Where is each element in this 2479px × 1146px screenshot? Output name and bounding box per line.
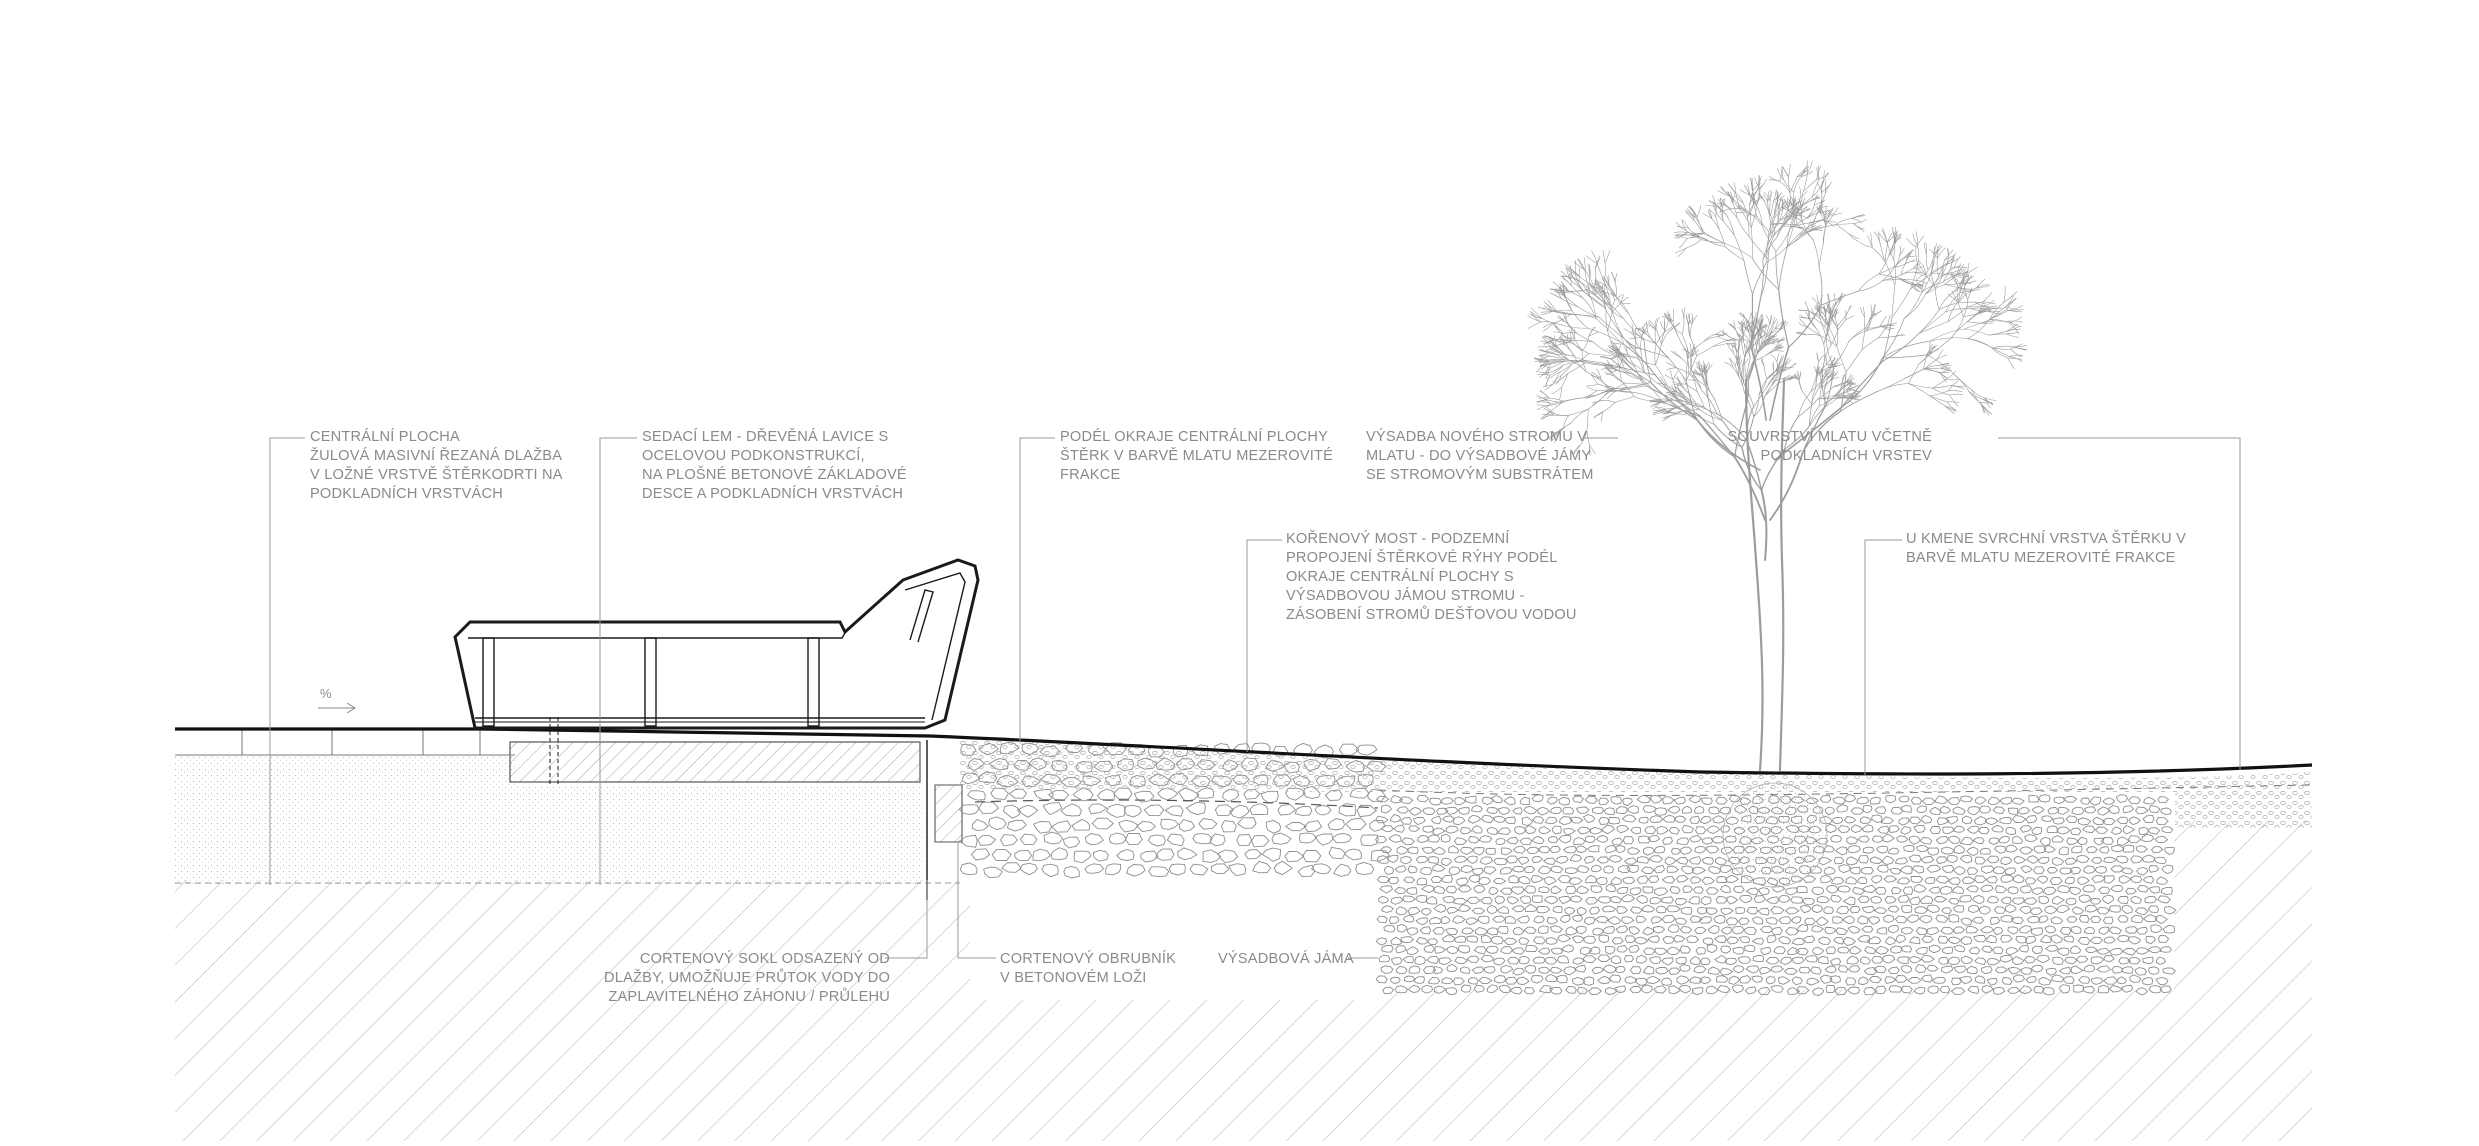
bench-subbase	[515, 785, 925, 885]
root-bridge-boundary	[974, 799, 1379, 809]
planting-pit-rocks	[1375, 794, 2177, 997]
root-ball	[1722, 782, 1828, 888]
corten-curb-block	[934, 784, 963, 843]
slope-label: %	[320, 686, 332, 701]
bench	[453, 558, 980, 785]
ground-line	[175, 727, 2313, 776]
leader-lines	[269, 437, 2241, 959]
paving-subbase	[175, 755, 515, 885]
annotation-planting-pit: VÝSADBOVÁ JÁMA	[1218, 951, 1354, 967]
tree-drawing	[1527, 160, 2028, 772]
subsoil-hatch	[175, 820, 2312, 1141]
mlat-layer	[960, 740, 2312, 828]
paving-joints	[175, 730, 515, 756]
foundation-slab	[509, 741, 921, 783]
slope-arrow	[318, 702, 356, 714]
